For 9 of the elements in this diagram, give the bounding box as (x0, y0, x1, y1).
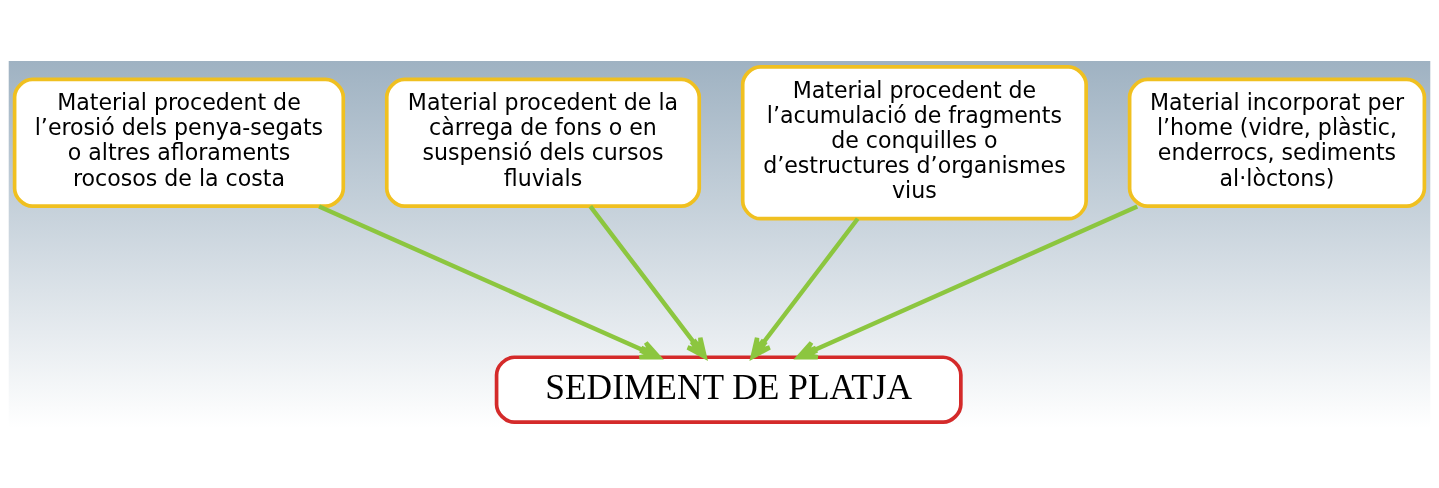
arrow (588, 204, 707, 359)
arrow (318, 203, 662, 359)
arrow (750, 216, 860, 359)
node-box: Material incorporat per l’home (vidre, plàstic, enderrocs, sediments al·lòctons) (1127, 77, 1427, 208)
node-box: Material procedent de la càrrega de fons o en suspensió dels cursos fluvials (384, 77, 702, 208)
node-box: Material procedent de l’acumulació de fragments de conquilles o d’estructures d’organismes vius (740, 64, 1088, 221)
arrow (796, 203, 1139, 359)
node-box: Material procedent de l’erosió dels penya-segats o altres afloraments rocosos de la costa (12, 77, 346, 208)
node-box: SEDIMENT DE PLATJA (494, 354, 963, 424)
